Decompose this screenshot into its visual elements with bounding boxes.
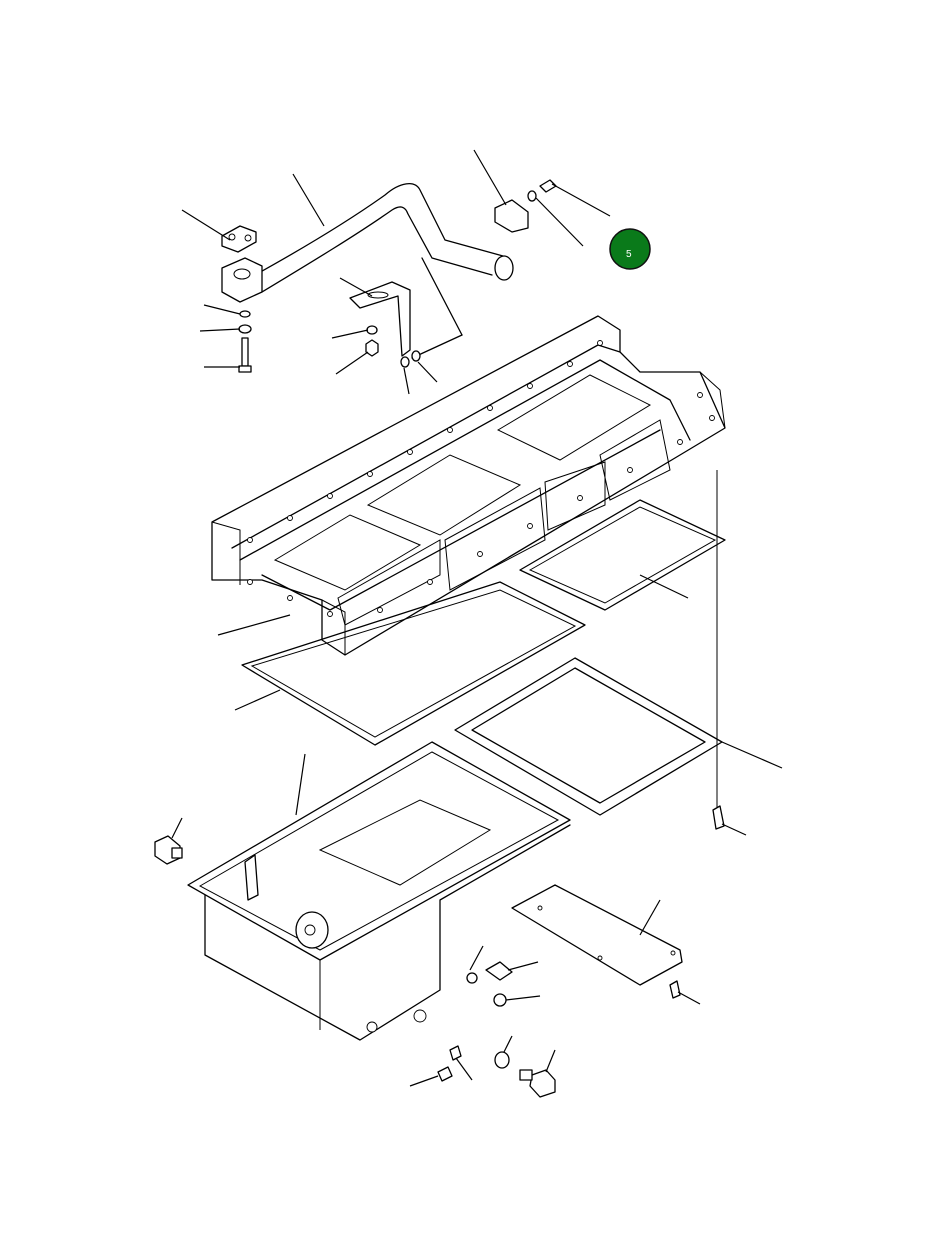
bracket-nut <box>365 325 379 357</box>
clamp-washer <box>527 190 537 202</box>
cover-plate <box>511 884 683 986</box>
callout-badge[interactable]: 5 <box>609 228 651 270</box>
clamp-bolt <box>539 179 557 193</box>
frame-bolt-holes <box>247 340 715 617</box>
cover-bolt <box>669 980 681 999</box>
callout-badge-label: 5 <box>626 249 632 260</box>
fitting-plug <box>493 993 507 1007</box>
gasket-right <box>519 499 726 611</box>
gasket-left <box>241 581 586 746</box>
dipstick-tube <box>244 854 259 901</box>
drain-washer <box>494 1051 510 1069</box>
pan-bolt-lower-2 <box>449 1045 462 1061</box>
support-bracket <box>349 281 411 357</box>
fitting-nut <box>466 972 478 984</box>
elbow-fitting <box>485 961 513 981</box>
oil-tube-assembly <box>181 149 611 395</box>
tube-end <box>494 255 514 281</box>
leader-lines <box>171 574 783 1087</box>
lower-oil-pan <box>187 741 571 1041</box>
tube-flange <box>221 257 263 303</box>
bracket-washer-2 <box>411 350 421 362</box>
tube-clamp <box>494 199 529 233</box>
pan-bolt-lower <box>437 1066 453 1082</box>
flange-fasteners <box>238 310 252 373</box>
fill-plug <box>154 835 183 865</box>
drain-plug <box>519 1069 556 1098</box>
gasket-lower-pan <box>454 657 723 816</box>
gasket-bolt <box>712 805 725 830</box>
flange-gasket <box>221 225 257 253</box>
bracket-washer <box>400 356 410 368</box>
oil-pan-frame <box>211 315 726 656</box>
